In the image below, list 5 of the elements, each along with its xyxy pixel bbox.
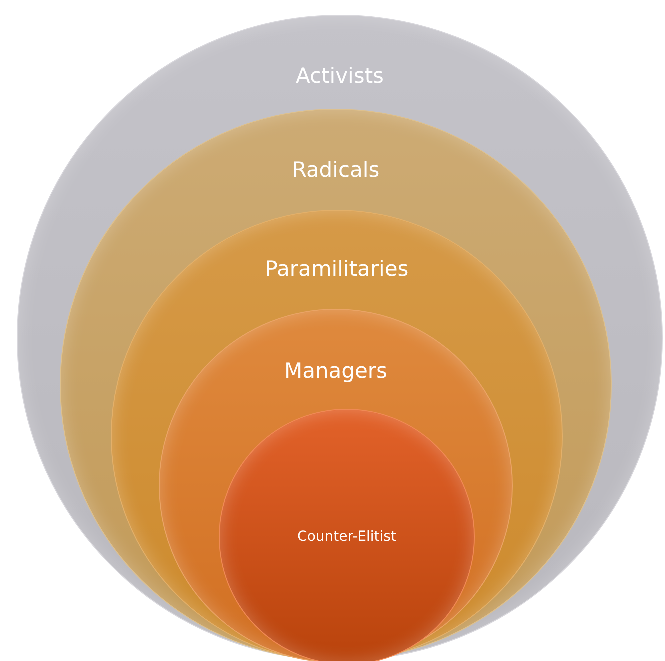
circle-label: Activists — [296, 64, 384, 88]
circle-label: Paramilitaries — [265, 257, 409, 281]
circle-label: Managers — [284, 359, 388, 383]
circle-label: Radicals — [292, 158, 380, 182]
circle-label: Counter-Elitist — [298, 529, 396, 545]
